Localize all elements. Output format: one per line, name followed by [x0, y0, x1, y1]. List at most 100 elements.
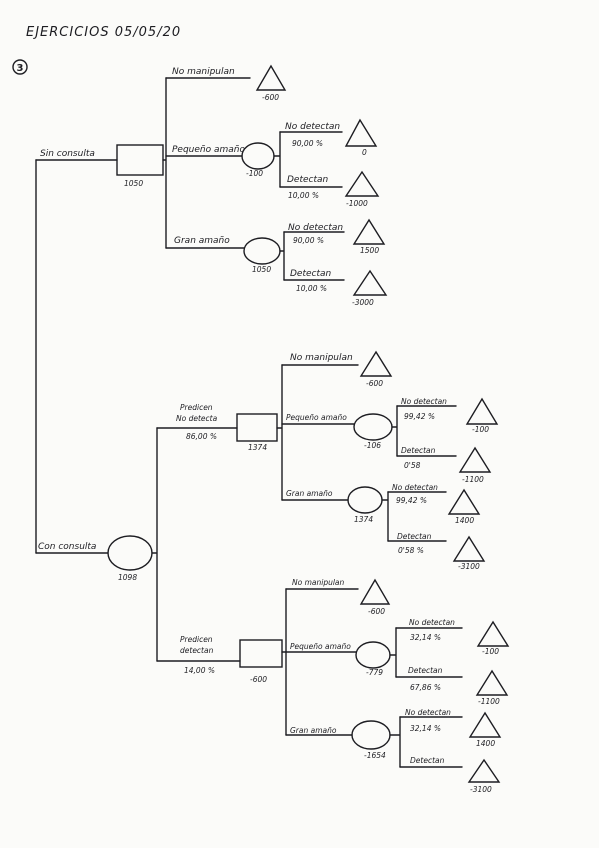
value-pnd-peq-node: -106 — [364, 441, 381, 450]
label-pnd-peq-nodet: No detectan — [401, 397, 447, 406]
prob-pnd-peq-nodet: 99,42 % — [404, 412, 435, 421]
decision-node-pnd — [236, 413, 278, 442]
fork-pd-gran — [389, 716, 401, 768]
chance-node-con — [107, 535, 153, 571]
value-pnd-decision: 1374 — [248, 443, 267, 452]
fork-con — [151, 427, 158, 662]
label-sin-consulta: Sin consulta — [40, 149, 95, 159]
label-sin-gran: Gran amaño — [174, 236, 230, 246]
value-con-node: 1098 — [118, 573, 137, 582]
label-sin-no-manipulan: No manipulan — [172, 67, 235, 77]
value-sin-peq-node: -100 — [246, 169, 263, 178]
pay-pd-gran-det: -3100 — [470, 785, 492, 794]
chance-node-pnd-gran — [347, 486, 383, 514]
pay-pd-peq-det: -1100 — [478, 697, 500, 706]
prob-pd: 14,00 % — [184, 666, 215, 675]
fork-pnd-pequeno — [391, 405, 398, 457]
terminal-sin-gran-det — [352, 269, 388, 296]
terminal-pd-gran-det — [467, 758, 501, 783]
terminal-pd-gran-nodet — [468, 711, 502, 738]
terminal-pd-peq-nodet — [476, 620, 510, 647]
value-pd-decision: -600 — [250, 675, 267, 684]
prob-pd-gran-nodet: 32,14 % — [410, 724, 441, 733]
terminal-pnd-no-manip — [359, 350, 393, 377]
prob-pnd-peq-det: 0'58 — [404, 461, 421, 470]
pay-pd-peq-nodet: -100 — [482, 647, 499, 656]
terminal-pd-no-manip — [359, 578, 391, 605]
fork-sin — [162, 77, 167, 249]
label-pd-gran-det: Detectan — [410, 756, 445, 765]
label-pd-peq-nodet: No detectan — [409, 618, 455, 627]
prob-pd-peq-det: 67,86 % — [410, 683, 441, 692]
prob-pnd: 86,00 % — [186, 432, 217, 441]
label-pnd-1: Predicen — [180, 403, 213, 412]
terminal-sin-no-manip — [255, 64, 287, 91]
prob-pd-peq-nodet: 32,14 % — [410, 633, 441, 642]
pay-sin-no-manip: -600 — [262, 93, 279, 102]
label-pnd-gran-det: Detectan — [397, 532, 432, 541]
label-pnd-pequeno: Pequeño amaño — [286, 413, 347, 422]
decision-node-pd — [239, 639, 283, 668]
label-sin-gran-nodet: No detectan — [288, 223, 343, 233]
value-sin-gran-node: 1050 — [252, 265, 271, 274]
value-sin-decision: 1050 — [124, 179, 143, 188]
value-pd-peq-node: -779 — [366, 668, 383, 677]
pay-pnd-no-manip: -600 — [366, 379, 383, 388]
label-sin-gran-det: Detectan — [290, 269, 332, 279]
pay-pnd-gran-nodet: 1400 — [455, 516, 474, 525]
fork-sin-pequeno — [273, 131, 281, 188]
pay-sin-gran-det: -3000 — [352, 298, 374, 307]
label-pd-2: detectan — [180, 646, 214, 655]
pay-sin-peq-det: -1000 — [346, 199, 368, 208]
chance-node-pd-pequeno — [355, 641, 391, 669]
pay-pnd-gran-det: -3100 — [458, 562, 480, 571]
pay-pnd-peq-nodet: -100 — [472, 425, 489, 434]
page-title: EJERCICIOS 05/05/20 — [26, 25, 181, 40]
terminal-sin-gran-nodet — [352, 218, 386, 245]
prob-sin-peq-nodet: 90,00 % — [292, 139, 323, 148]
chance-node-sin-gran — [243, 237, 281, 265]
label-pd-peq-det: Detectan — [408, 666, 443, 675]
label-pnd-peq-det: Detectan — [401, 446, 436, 455]
prob-sin-gran-nodet: 90,00 % — [293, 236, 324, 245]
prob-sin-peq-det: 10,00 % — [288, 191, 319, 200]
label-pd-gran-nodet: No detectan — [405, 708, 451, 717]
pay-sin-peq-nodet: 0 — [362, 148, 367, 157]
fork-pnd — [276, 364, 283, 501]
fork-sin-gran — [279, 231, 285, 281]
terminal-pnd-peq-det — [458, 446, 492, 473]
label-pnd-gran-nodet: No detectan — [392, 483, 438, 492]
terminal-sin-peq-nodet — [344, 118, 378, 147]
label-pd-gran: Gran amaño — [290, 726, 337, 735]
label-pd-pequeno: Pequeño amaño — [290, 642, 351, 651]
pay-pd-no-manip: -600 — [368, 607, 385, 616]
terminal-pnd-peq-nodet — [465, 397, 499, 425]
decision-node-sin — [116, 144, 164, 176]
label-sin-pequeno: Pequeño amaño — [172, 145, 245, 155]
pay-pnd-peq-det: -1100 — [462, 475, 484, 484]
label-pd-1: Predicen — [180, 635, 213, 644]
label-pnd-no-manip: No manipulan — [290, 353, 353, 363]
terminal-sin-peq-det — [344, 170, 380, 197]
label-sin-peq-nodet: No detectan — [285, 122, 340, 132]
pay-sin-gran-nodet: 1500 — [360, 246, 379, 255]
prob-pnd-gran-det: 0'58 % — [398, 546, 424, 555]
chance-node-sin-pequeno — [241, 142, 275, 170]
terminal-pd-peq-det — [475, 669, 509, 696]
label-pnd-gran: Gran amaño — [286, 489, 333, 498]
label-pd-no-manip: No manipulan — [292, 578, 345, 587]
terminal-pnd-gran-nodet — [447, 488, 481, 515]
fork-pd-pequeno — [389, 627, 397, 678]
pay-pd-gran-nodet: 1400 — [476, 739, 495, 748]
value-pd-gran-node: -1654 — [364, 751, 386, 760]
prob-sin-gran-det: 10,00 % — [296, 284, 327, 293]
label-pnd-2: No detecta — [176, 414, 218, 423]
value-pnd-gran-node: 1374 — [354, 515, 373, 524]
terminal-pnd-gran-det — [452, 535, 486, 562]
chance-node-pd-gran — [351, 720, 391, 750]
prob-pnd-gran-nodet: 99,42 % — [396, 496, 427, 505]
label-sin-peq-det: Detectan — [287, 175, 329, 185]
fork-pnd-gran — [381, 491, 389, 542]
chance-node-pnd-pequeno — [353, 413, 393, 441]
